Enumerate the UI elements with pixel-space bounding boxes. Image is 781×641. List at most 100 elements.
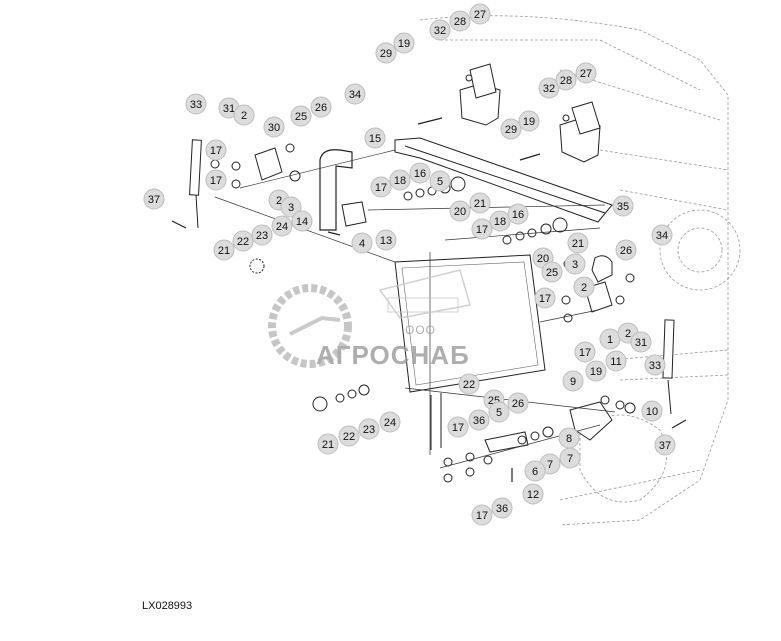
callout-number: 36 (473, 415, 485, 427)
callout-17: 17 (447, 416, 469, 438)
callout-19: 19 (518, 110, 540, 132)
callout-18: 18 (489, 210, 511, 232)
callout-circle (213, 239, 235, 261)
callout-31: 31 (630, 331, 652, 353)
callout-8: 8 (558, 427, 580, 449)
callout-33: 33 (644, 354, 666, 376)
callout-37: 37 (654, 434, 676, 456)
callout-25: 25 (290, 105, 312, 127)
callout-circle (522, 483, 544, 505)
callout-17: 17 (574, 341, 596, 363)
callout-circle (524, 460, 546, 482)
callout-circle (573, 276, 595, 298)
callout-number: 21 (474, 198, 486, 210)
callout-16: 16 (409, 162, 431, 184)
callout-11: 11 (605, 350, 627, 372)
figure-code: LX028993 (142, 600, 193, 612)
callout-number: 35 (617, 201, 629, 213)
callout-number: 9 (570, 376, 576, 388)
callout-circle (291, 210, 313, 232)
callout-number: 2 (276, 195, 282, 207)
callout-number: 29 (380, 48, 392, 60)
callout-number: 21 (322, 439, 334, 451)
callout-number: 17 (476, 510, 488, 522)
callout-number: 17 (375, 182, 387, 194)
callout-circle (500, 118, 522, 140)
callout-number: 37 (148, 194, 160, 206)
callout-number: 25 (546, 267, 558, 279)
callout-13: 13 (375, 229, 397, 251)
callout-number: 21 (218, 245, 230, 257)
callout-circle (562, 370, 584, 392)
callout-22: 22 (458, 373, 480, 395)
callout-27: 27 (469, 3, 491, 25)
callout-33: 33 (185, 93, 207, 115)
callout-22: 22 (338, 425, 360, 447)
callout-number: 18 (494, 216, 506, 228)
callout-circle (555, 69, 577, 91)
callout-28: 28 (449, 10, 471, 32)
callout-28: 28 (555, 69, 577, 91)
callout-circle (507, 392, 529, 414)
callout-number: 19 (398, 38, 410, 50)
callout-15: 15 (364, 127, 386, 149)
callout-number: 7 (547, 459, 553, 471)
callout-number: 32 (434, 25, 446, 37)
callout-number: 14 (296, 216, 308, 228)
callout-5: 5 (429, 170, 451, 192)
crossbar-part (394, 137, 613, 223)
callout-circle (429, 170, 451, 192)
callout-circle (344, 83, 366, 105)
callout-circle (489, 210, 511, 232)
callout-23: 23 (358, 418, 380, 440)
callout-circle (538, 77, 560, 99)
callout-number: 2 (625, 328, 631, 340)
watermark-name: АГРОСНАБ (316, 340, 470, 370)
callout-17: 17 (205, 169, 227, 191)
callout-circle (233, 104, 255, 126)
callout-number: 28 (454, 16, 466, 28)
callout-17: 17 (370, 176, 392, 198)
callout-circle (379, 411, 401, 433)
callout-number: 25 (295, 111, 307, 123)
callout-number: 5 (496, 407, 502, 419)
callout-number: 13 (380, 235, 392, 247)
callout-number: 19 (590, 366, 602, 378)
callout-circle (469, 3, 491, 25)
callout-number: 34 (656, 230, 668, 242)
callout-circle (468, 409, 490, 431)
callout-26: 26 (310, 96, 332, 118)
callout-number: 31 (635, 337, 647, 349)
callout-21: 21 (469, 192, 491, 214)
callout-6: 6 (524, 460, 546, 482)
callout-number: 24 (384, 417, 396, 429)
callout-17: 17 (534, 287, 556, 309)
callout-circle (338, 425, 360, 447)
callout-circle (317, 433, 339, 455)
bolts (171, 117, 687, 482)
callout-number: 21 (572, 238, 584, 250)
callout-number: 30 (268, 122, 280, 134)
callout-number: 6 (532, 466, 538, 478)
callout-number: 20 (537, 253, 549, 265)
callout-number: 16 (512, 209, 524, 221)
callout-circle (644, 354, 666, 376)
callout-24: 24 (379, 411, 401, 433)
callout-number: 26 (512, 398, 524, 410)
callout-number: 20 (454, 206, 466, 218)
callout-number: 37 (659, 440, 671, 452)
callout-circle (447, 416, 469, 438)
callout-circle (654, 434, 676, 456)
callout-number: 17 (452, 422, 464, 434)
callout-number: 18 (394, 175, 406, 187)
callout-circle (251, 224, 273, 246)
callout-2: 2 (233, 104, 255, 126)
callout-number: 5 (437, 176, 443, 188)
callout-21: 21 (317, 433, 339, 455)
callout-34: 34 (651, 224, 673, 246)
callout-20: 20 (532, 247, 554, 269)
watermark-subtitle: ООО (405, 323, 436, 337)
callout-circle (358, 418, 380, 440)
fasteners (210, 74, 636, 483)
